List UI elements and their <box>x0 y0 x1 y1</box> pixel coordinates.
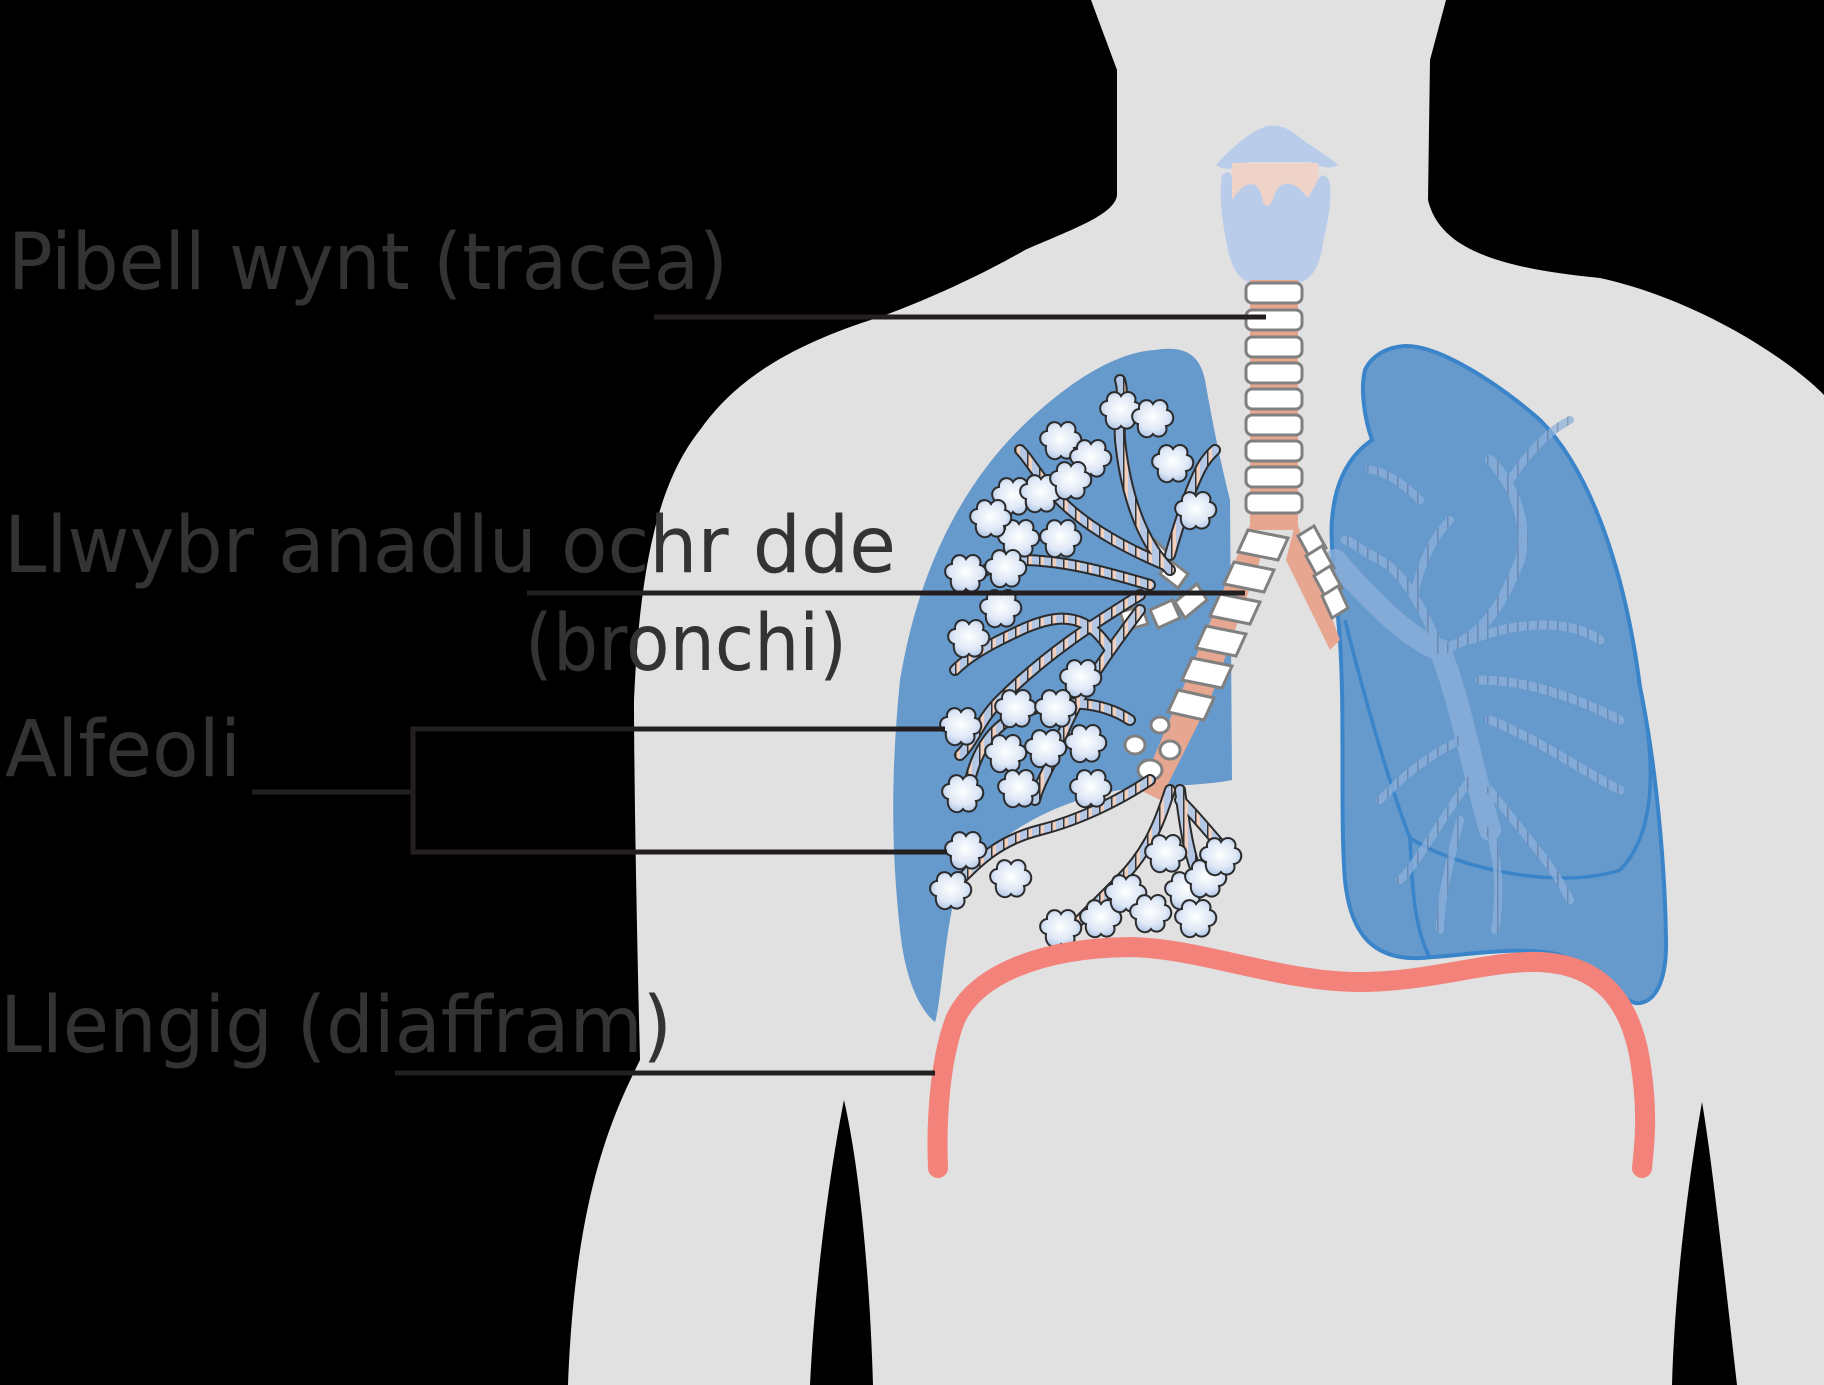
label-bronchi-line1: Llwybr anadlu ochr dde <box>4 501 896 591</box>
label-bronchi-line2: (bronchi) <box>525 599 847 689</box>
alveoli-bracket <box>252 726 947 855</box>
label-diaphragm: Llengig (diaffram) <box>0 981 672 1071</box>
larynx <box>1216 125 1338 284</box>
bronchi <box>1118 520 1350 800</box>
leader-lines <box>252 314 1266 1076</box>
diaphragm <box>927 936 1656 1178</box>
label-alveoli: Alfeoli <box>5 705 241 795</box>
left-lung-anatomical <box>1324 343 1669 1006</box>
label-trachea: Pibell wynt (tracea) <box>8 218 728 308</box>
